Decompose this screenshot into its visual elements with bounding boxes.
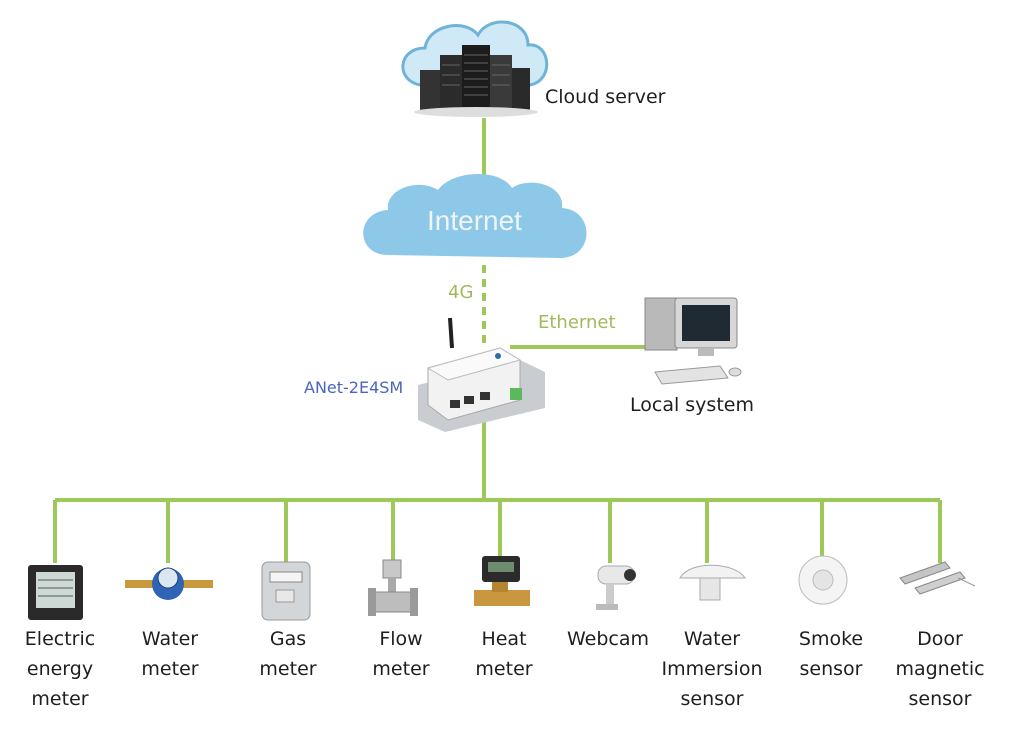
device-label-smoke-sensor: Smoke sensor: [798, 628, 864, 680]
cloud-server-label: Cloud server: [545, 86, 666, 108]
heat-meter-icon: [474, 556, 530, 606]
connection-lines: [53, 118, 942, 563]
gas-meter-icon: [261, 561, 311, 621]
gateway-device-icon: [418, 317, 545, 432]
device-label-webcam: Webcam: [566, 628, 650, 650]
webcam-icon: [596, 565, 636, 610]
link-ethernet-label: Ethernet: [538, 312, 616, 333]
gateway-label: ANet-2E4SM: [304, 378, 404, 397]
electric-energy-meter-icon: [28, 565, 83, 620]
device-label-water-immersion-sensor: Water Immersion sensor: [661, 628, 763, 710]
device-label-electric-energy-meter: Electric energy meter: [24, 628, 96, 710]
internet-label: Internet: [427, 205, 522, 236]
device-label-flow-meter: Flow meter: [372, 628, 430, 680]
cloud-server-icon: [401, 20, 549, 117]
water-meter-icon: [125, 567, 213, 600]
flow-meter-icon: [368, 559, 418, 616]
device-label-heat-meter: Heat meter: [475, 628, 533, 680]
door-magnetic-sensor-icon: [899, 561, 976, 595]
water-immersion-sensor-icon: [679, 564, 746, 601]
smoke-sensor-icon: [798, 555, 848, 605]
device-label-gas-meter: Gas meter: [259, 628, 317, 680]
link-4g-label: 4G: [448, 282, 474, 303]
device-label-door-magnetic-sensor: Door magnetic sensor: [895, 628, 985, 710]
local-system-pc-icon: [644, 297, 742, 385]
local-system-label: Local system: [630, 394, 754, 416]
device-label-water-meter: Water meter: [141, 628, 199, 680]
internet-cloud-icon: [363, 173, 587, 258]
